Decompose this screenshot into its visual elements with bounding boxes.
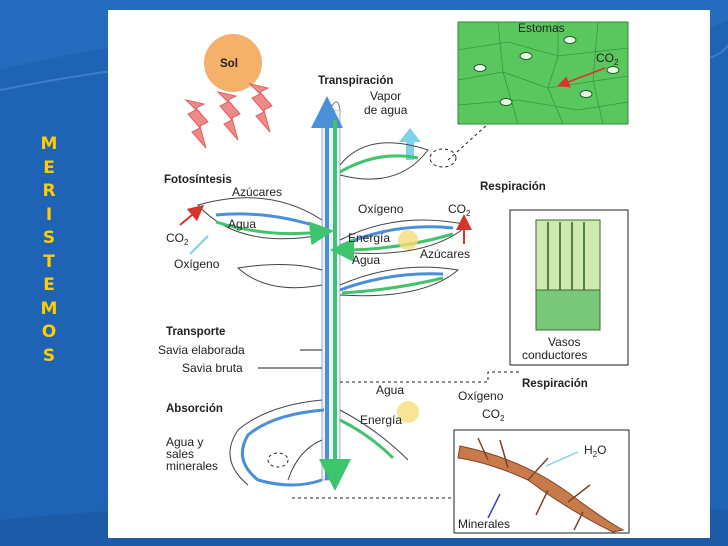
sun-rays-icon	[184, 83, 273, 149]
vapor-arrow-icon	[399, 128, 421, 160]
minerales-label: Minerales	[458, 517, 510, 531]
estomas-label: Estomas	[518, 21, 565, 35]
vasos-label: Vasos	[548, 335, 580, 349]
azucares-upper-label: Azúcares	[420, 247, 470, 261]
title-letter: R	[42, 181, 56, 201]
oxigeno-lower-label: Oxígeno	[458, 389, 504, 403]
stoma-icon	[473, 36, 620, 106]
title-letter: S	[42, 228, 56, 248]
vapor-label-2: de agua	[364, 103, 408, 117]
stomata-inset	[457, 21, 629, 125]
absorcion-label: Absorción	[166, 403, 223, 415]
oxigeno-upper-label: Oxígeno	[358, 202, 404, 216]
energia-lower-label: Energía	[360, 413, 402, 427]
title-letter: S	[42, 345, 56, 366]
co2-leaf-label: CO2	[166, 231, 189, 247]
respiracion-upper-label: Respiración	[480, 181, 546, 193]
title-letter: O	[41, 322, 57, 342]
respiracion-lower-label: Respiración	[522, 378, 588, 390]
transporte-label: Transporte	[166, 326, 225, 338]
co2-lower-label: CO2	[482, 407, 505, 423]
fotosintesis-label: Fotosíntesis	[164, 174, 232, 186]
agua-lower-label: Agua	[376, 383, 404, 397]
sun-icon	[204, 34, 262, 92]
azucares-label: Azúcares	[232, 185, 282, 199]
agua-sales-label-3: minerales	[166, 459, 218, 473]
co2-upper-label: CO2	[448, 202, 471, 218]
title-letter: M	[40, 298, 58, 319]
energia-upper-label: Energía	[348, 231, 390, 245]
co2-stomata-label: CO2	[596, 51, 619, 67]
plant-diagram: Sol Estomas CO2 Transpiración Vapor de a…	[158, 21, 630, 534]
h2o-label: H2O	[584, 443, 606, 459]
vapor-label: Vapor	[370, 89, 401, 103]
oxigeno-leaf-label: Oxígeno	[174, 257, 220, 271]
vertical-title: M E R I S T E M O S	[38, 133, 60, 368]
agua-sales-label-2: sales	[166, 447, 194, 461]
agua-upper-label: Agua	[352, 253, 380, 267]
title-letter: I	[45, 204, 53, 225]
diagram-panel: Sol Estomas CO2 Transpiración Vapor de a…	[108, 10, 710, 538]
title-letter: E	[43, 275, 55, 295]
conductores-label: conductores	[522, 348, 587, 362]
title-letter: T	[43, 251, 55, 272]
title-letter: E	[43, 157, 55, 178]
savia-bruta-label: Savia bruta	[182, 361, 243, 375]
savia-elaborada-label: Savia elaborada	[158, 343, 245, 357]
title-letter: M	[40, 134, 58, 154]
agua-leaf-label: Agua	[228, 217, 256, 231]
sun-label: Sol	[220, 58, 238, 70]
transpiracion-label: Transpiración	[318, 75, 393, 87]
agua-sales-label-1: Agua y	[166, 435, 203, 449]
